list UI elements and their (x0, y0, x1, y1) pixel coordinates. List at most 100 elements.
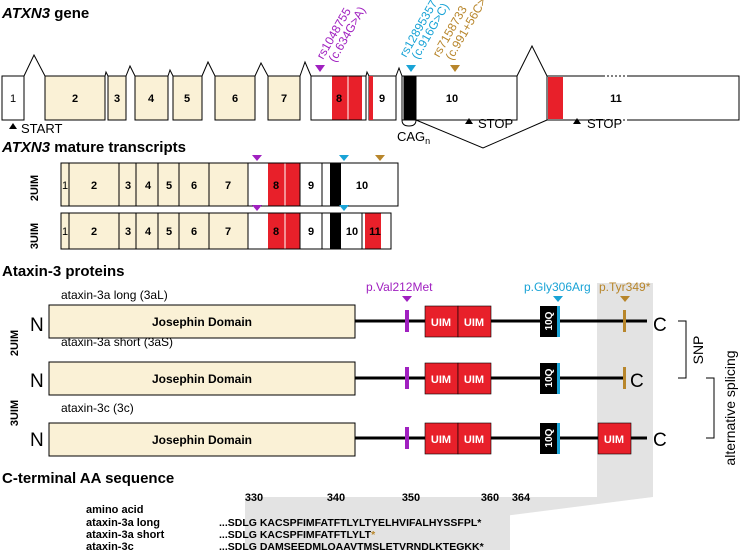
tr1-exon-5: 5 (166, 180, 172, 192)
stop-arrow-icon-1 (465, 118, 473, 124)
gene-exon-6-label: 6 (232, 93, 238, 105)
group-2uim-label: 2UIM (9, 330, 21, 356)
svg-text:N: N (30, 315, 44, 336)
transcripts-heading: ATXN3 mature transcripts (1, 139, 186, 156)
gene-exon-2-label: 2 (72, 93, 78, 105)
variant3-marker-icon (620, 296, 630, 302)
svg-text:N: N (30, 430, 44, 451)
tr1-exon-1: 1 (62, 180, 68, 192)
svg-text:ataxin-3a short (3aS): ataxin-3a short (3aS) (61, 335, 173, 349)
variant2-label: p.Gly306Arg (524, 280, 591, 294)
cag-repeat (403, 75, 417, 121)
tr1-exon-8: 8 (273, 180, 279, 192)
variant2-marker-icon (553, 296, 563, 302)
snp-bracket (678, 320, 687, 379)
gene-exon-6 (214, 75, 256, 121)
tr2-exon-10: 10 (346, 226, 358, 238)
gene-exon-7-label: 7 (281, 93, 287, 105)
transcript-2uim-label: 2UIM (29, 175, 41, 201)
tr1-exon-2: 2 (91, 180, 97, 192)
svg-text:UIM: UIM (431, 374, 451, 386)
tr2-exon-11: 11 (369, 226, 381, 238)
pos-364: 364 (512, 492, 531, 504)
gene-exon-4-label: 4 (148, 93, 155, 105)
tr2-exon-6: 6 (191, 226, 197, 238)
tr1-exon-7: 7 (225, 180, 231, 192)
sequence-shade (245, 497, 510, 550)
cterm-heading: C-terminal AA sequence (2, 470, 174, 487)
svg-text:UIM: UIM (464, 317, 484, 329)
tr2-exon-7: 7 (225, 226, 231, 238)
gene-exon-7 (267, 75, 301, 121)
seq-row-label-short: ataxin-3a short (86, 529, 165, 541)
svg-text:UIM: UIM (604, 434, 624, 446)
cag-bracket (401, 119, 417, 127)
svg-text:N: N (30, 371, 44, 392)
svg-text:10Q: 10Q (544, 311, 555, 330)
tr1-exon-9: 9 (308, 180, 314, 192)
transcript-3uim-label: 3UIM (29, 223, 41, 249)
seq-short: ...SDLG KACSPFIMFATFTLYLT* (219, 529, 376, 541)
splicing-bracket (706, 377, 715, 439)
tr1-snp3-icon (375, 155, 385, 161)
variant1-label: p.Val212Met (366, 280, 433, 294)
gene-exon-8-label: 8 (336, 93, 342, 105)
tr2-exon-1: 1 (62, 226, 68, 238)
tr2-exon-9: 9 (308, 226, 314, 238)
gene-exon-3 (107, 75, 127, 121)
gene-exon-5-label: 5 (184, 93, 190, 105)
seq-row-label-3c: ataxin-3c (86, 541, 134, 550)
gene-exon-3-label: 3 (114, 93, 120, 105)
splicing-label: alternative splicing (722, 350, 738, 465)
gene-exon-2 (44, 75, 106, 121)
start-label: START (21, 121, 62, 136)
tr1-exon-10: 10 (356, 180, 368, 192)
svg-text:Josephin Domain: Josephin Domain (152, 433, 252, 447)
tr2-exon-2: 2 (91, 226, 97, 238)
svg-text:Josephin Domain: Josephin Domain (152, 372, 252, 386)
gene-exon-1-label: 1 (10, 93, 16, 105)
seq-row-label-aa: amino acid (86, 504, 143, 516)
svg-text:C: C (653, 430, 667, 451)
svg-text:ataxin-3c (3c): ataxin-3c (3c) (61, 401, 134, 415)
gene-exon-10 (401, 75, 518, 121)
svg-text:10Q: 10Q (544, 428, 555, 447)
svg-text:C: C (630, 371, 644, 392)
stop-label-1: STOP (478, 116, 513, 131)
svg-text:ataxin-3a long (3aL): ataxin-3a long (3aL) (61, 288, 168, 302)
seq-row-label-long: ataxin-3a long (86, 517, 160, 529)
gene-exon-4 (134, 75, 169, 121)
group-3uim-label: 3UIM (9, 400, 21, 426)
gene-exon-9-label: 9 (379, 93, 385, 105)
tr1-exon-6: 6 (191, 180, 197, 192)
svg-text:UIM: UIM (464, 374, 484, 386)
gene-exon-9 (368, 75, 397, 121)
tr2-snp2-icon (339, 205, 349, 211)
pos-350: 350 (402, 492, 420, 504)
protein-row-short: ataxin-3a short (3aS) N Josephin Domain … (30, 335, 644, 396)
svg-text:UIM: UIM (431, 317, 451, 329)
seq-3c: ...SDLG DAMSEEDMLQAAVTMSLETVRNDLKTEGKK* (219, 541, 485, 550)
tr2-snp1-icon (252, 205, 262, 211)
protein-row-long: ataxin-3a long (3aL) N Josephin Domain U… (30, 288, 667, 339)
tr1-exon-3: 3 (125, 180, 131, 192)
gene-heading: ATXN3 gene (1, 5, 89, 22)
snp3-marker-icon (450, 65, 460, 72)
svg-text:10Q: 10Q (544, 368, 555, 387)
pos-340: 340 (327, 492, 345, 504)
tr2-exon-8: 8 (273, 226, 279, 238)
snp2-marker-icon (406, 65, 416, 72)
tr1-snp1-icon (252, 155, 262, 161)
transcript-2uim (60, 162, 399, 207)
tr2-exon-3: 3 (125, 226, 131, 238)
gene-exon-1 (1, 75, 25, 121)
transcript-3uim (60, 212, 392, 250)
tr1-exon-4: 4 (145, 180, 152, 192)
snp1-marker-icon (315, 65, 325, 72)
tr2-exon-4: 4 (145, 226, 152, 238)
svg-text:Josephin Domain: Josephin Domain (152, 315, 252, 329)
variant1-marker-icon (402, 296, 412, 302)
gene-structure (1, 44, 740, 149)
gene-exon-10-label: 10 (446, 93, 458, 105)
